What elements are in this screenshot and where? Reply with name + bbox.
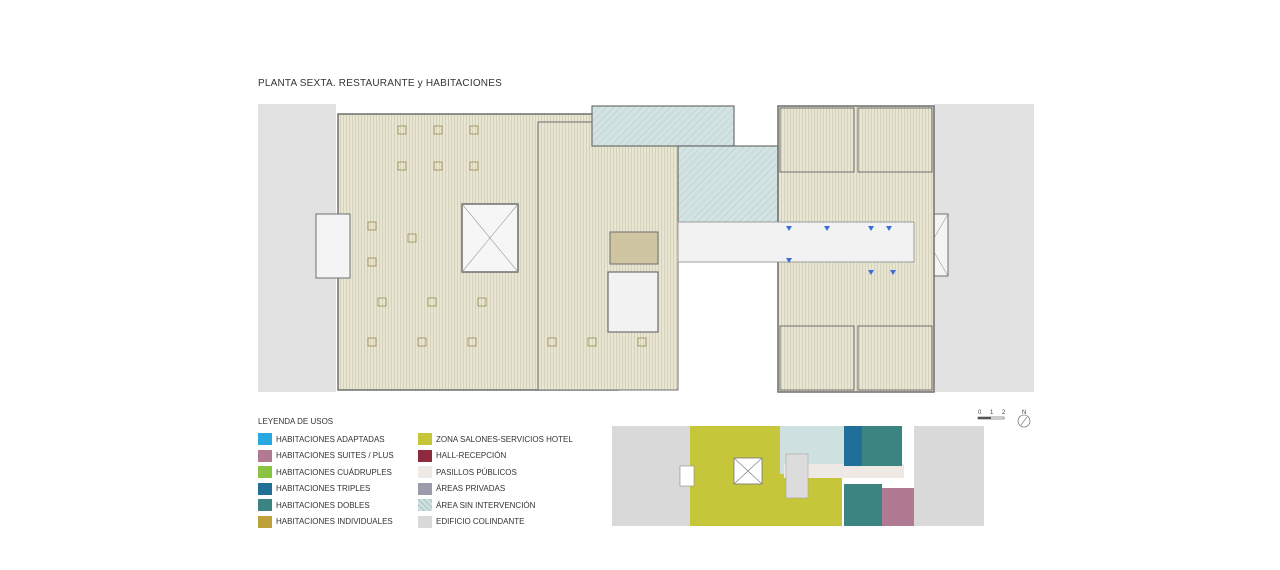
legend-item: HABITACIONES ADAPTADAS [258,431,394,448]
legend-column-2: ZONA SALONES-SERVICIOS HOTEL HALL-RECEPC… [418,431,573,530]
scale-tick-0: 0 [978,410,982,416]
legend-column-1: HABITACIONES ADAPTADAS HABITACIONES SUIT… [258,431,394,530]
neighbor-building-right [934,104,1034,392]
stair-core [607,271,659,333]
legend-item: EDIFICIO COLINDANTE [418,514,573,531]
key-skylight [679,465,695,487]
legend-swatch [258,449,272,462]
room-block-2 [857,107,933,173]
key-corridor [784,464,904,478]
scale-bar: 0 1 2 N [977,410,1031,428]
key-neighbor-left [612,426,690,526]
key-plan [612,426,984,526]
legend-swatch [258,466,272,479]
corridor-markers [786,226,896,275]
legend-item: HABITACIONES DOBLES [258,497,394,514]
legend-item: HABITACIONES SUITES / PLUS [258,448,394,465]
key-dobles-bottom [844,484,882,526]
plan-title: PLANTA SEXTA. RESTAURANTE y HABITACIONES [258,78,502,89]
elevators [609,231,659,265]
room-block-1 [779,107,855,173]
legend-swatch [258,515,272,528]
legend-swatch [258,482,272,495]
corridor [677,221,915,263]
tables [367,125,647,347]
legend-swatch [418,433,432,446]
key-dobles-top [862,426,902,466]
patio-top [591,105,735,147]
legend-swatch [418,449,432,462]
skylight-left [315,213,351,279]
room-block-4 [857,325,933,391]
scale-tick-2: 2 [1002,410,1006,416]
legend-item: HABITACIONES INDIVIDUALES [258,514,394,531]
legend-item: ZONA SALONES-SERVICIOS HOTEL [418,431,573,448]
legend-item: HABITACIONES TRIPLES [258,481,394,498]
legend-item: ÁREAS PRIVADAS [418,481,573,498]
north-label: N [1022,410,1026,416]
legend-swatch [418,482,432,495]
key-private [785,453,809,499]
key-suites [882,488,914,526]
legend-swatch [418,515,432,528]
legend-swatch-hatch [418,499,432,512]
north-arrow-icon [1017,414,1031,428]
legend-item: ÁREA SIN INTERVENCIÓN [418,497,573,514]
scale-tick-1: 1 [990,410,994,416]
floor-plan [258,104,1034,393]
legend-swatch [418,466,432,479]
key-neighbor-right [914,426,984,526]
legend-item: HALL-RECEPCIÓN [418,448,573,465]
legend-title: LEYENDA DE USOS [258,417,334,426]
legend-item: PASILLOS PÚBLICOS [418,464,573,481]
room-block-3 [779,325,855,391]
key-triples [844,426,862,466]
legend-swatch [258,433,272,446]
legend-item: HABITACIONES CUÁDRUPLES [258,464,394,481]
legend-swatch [258,499,272,512]
